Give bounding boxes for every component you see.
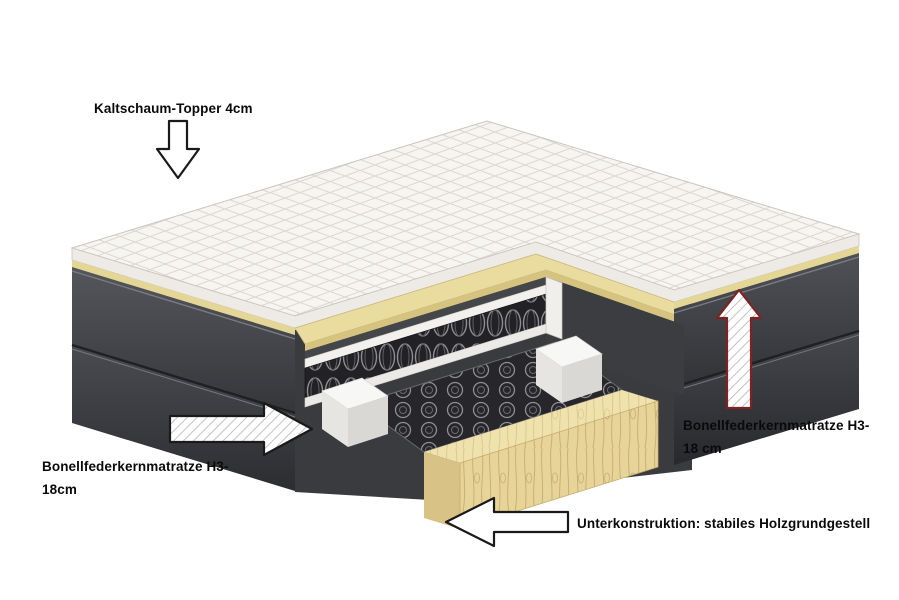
upper-mattress-right (673, 253, 860, 387)
foam-left-edge (72, 260, 295, 335)
label-lower-mattress: Bonellfederkernmatratze H3- 18cm (42, 455, 229, 501)
foam-block-right (535, 335, 603, 403)
label-upper-mattress-line2: 18 cm (683, 441, 722, 456)
label-lower-mattress-line2: 18cm (42, 482, 77, 497)
foam-right-edge (674, 246, 859, 309)
upper-mattress-piping-right (673, 256, 860, 314)
label-lower-mattress-line1: Bonellfederkernmatratze H3- (42, 459, 229, 474)
mattress-seam-left-highlight (71, 348, 296, 418)
upper-mattress (71, 267, 296, 413)
mattress-seam-right (673, 329, 860, 389)
label-upper-mattress-line1: Bonellfederkernmatratze H3- (683, 418, 870, 433)
mattress-seam-right-highlight (673, 334, 860, 392)
up-arrow-icon (715, 288, 763, 410)
lower-mattress-right (673, 329, 860, 465)
foam-layer (72, 246, 859, 351)
foam-block-left (321, 377, 389, 447)
label-base-frame: Unterkonstruktion: stabiles Holzgrundges… (577, 516, 871, 531)
notch-right-cut-face (546, 277, 684, 395)
cross-section-fabric-lip (305, 277, 546, 359)
lower-mattress-right-face (674, 331, 859, 465)
foam-block-front (322, 391, 348, 447)
upper-mattress-piping (71, 270, 296, 340)
upper-mattress-right-face (674, 253, 859, 387)
mattress-seam-left (71, 343, 296, 415)
upper-mattress-left-face (72, 267, 295, 413)
label-topper: Kaltschaum-Topper 4cm (94, 101, 253, 116)
foam-block-side (348, 396, 388, 447)
foam-block-side (562, 354, 602, 403)
foam-end-cap (545, 276, 563, 340)
foam-block-front (536, 349, 562, 403)
left-arrow-icon (444, 496, 570, 548)
label-upper-mattress: Bonellfederkernmatratze H3- 18 cm (683, 414, 870, 460)
wood-rim-grain (424, 390, 658, 463)
foam-side-band (305, 270, 684, 351)
wood-front-grain (460, 401, 658, 529)
wood-frame (424, 390, 659, 530)
right-arrow-icon (168, 401, 314, 457)
down-arrow-icon (155, 119, 201, 180)
wood-left-face (424, 452, 460, 529)
